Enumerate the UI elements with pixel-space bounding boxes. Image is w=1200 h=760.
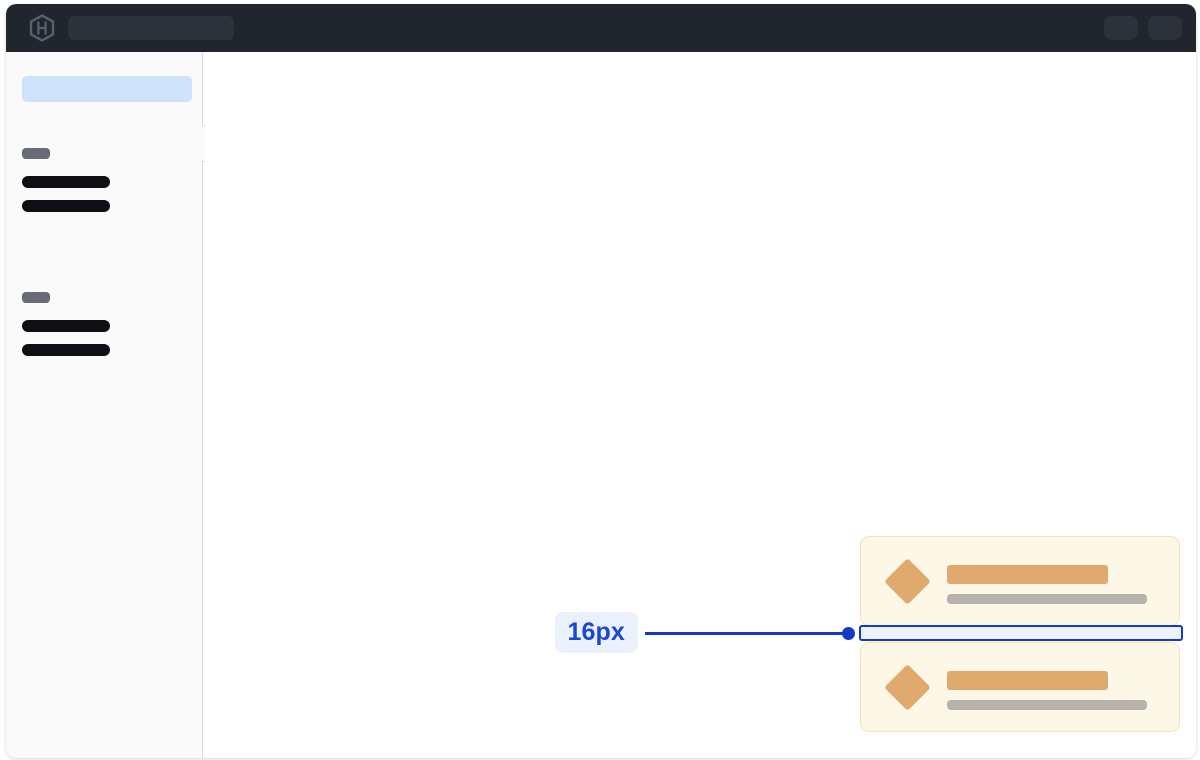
spacing-gap-highlight bbox=[858, 625, 1183, 641]
measurement-value-label: 16px bbox=[567, 618, 625, 646]
sidebar-group-2-caption bbox=[22, 292, 50, 303]
diamond-icon bbox=[883, 558, 931, 605]
canvas: 16px bbox=[204, 52, 1196, 758]
sidebar-group-2 bbox=[22, 292, 110, 356]
top-bar bbox=[6, 4, 1196, 52]
topbar-chip-2[interactable] bbox=[1148, 16, 1182, 40]
topbar-chip-1[interactable] bbox=[1104, 16, 1138, 40]
body-area: 16px bbox=[6, 52, 1196, 758]
card-subtitle-placeholder bbox=[946, 700, 1147, 710]
measurement-badge: 16px bbox=[554, 612, 638, 653]
sidebar-item-2-2[interactable] bbox=[22, 344, 110, 356]
app-window: 16px bbox=[6, 4, 1196, 758]
measurement-leader-line bbox=[644, 632, 850, 635]
skeleton-card-bottom[interactable] bbox=[859, 642, 1180, 732]
skeleton-card-top[interactable] bbox=[859, 536, 1180, 626]
measurement-leader-dot bbox=[841, 627, 855, 640]
sidebar-group-1 bbox=[22, 148, 110, 212]
card-subtitle-placeholder bbox=[946, 594, 1147, 604]
sidebar-item-1-1[interactable] bbox=[22, 176, 110, 188]
card-title-placeholder bbox=[946, 565, 1108, 584]
card-title-placeholder bbox=[946, 671, 1108, 690]
diamond-icon bbox=[883, 664, 931, 711]
sidebar-item-1-2[interactable] bbox=[22, 200, 110, 212]
topbar-search-placeholder[interactable] bbox=[68, 16, 234, 40]
sidebar-item-selected[interactable] bbox=[22, 76, 192, 102]
sidebar bbox=[6, 52, 203, 758]
hexagon-h-logo-icon bbox=[28, 14, 56, 42]
sidebar-item-2-1[interactable] bbox=[22, 320, 110, 332]
topbar-actions bbox=[1104, 16, 1182, 40]
sidebar-group-1-caption bbox=[22, 148, 50, 159]
